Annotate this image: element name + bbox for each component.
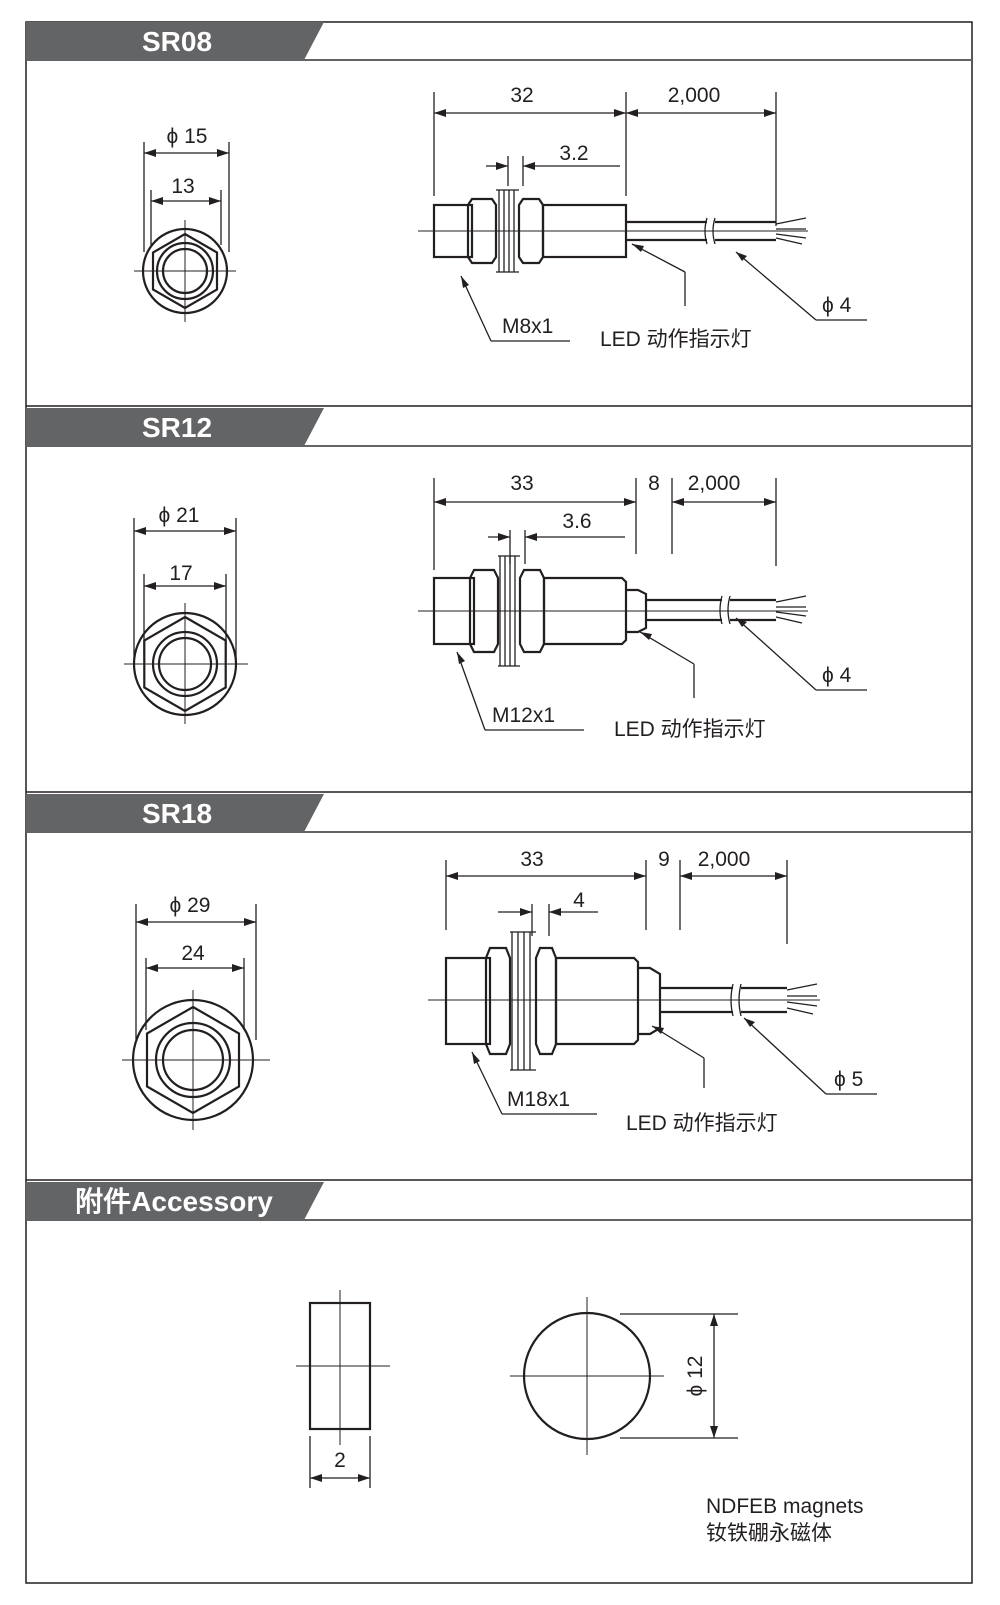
cable-diameter-label: ϕ 5 (834, 1068, 863, 1091)
front-view: ϕ 29 24 (122, 894, 270, 1130)
outer-diameter-label: ϕ 29 (170, 894, 211, 917)
cable-length-label: 2,000 (688, 472, 741, 495)
section-header-bg (26, 22, 324, 60)
section-title: SR12 (142, 412, 212, 443)
section-accessory: 附件Accessory 2 ϕ 12 NDFEB magnets 钕铁硼永磁体 (26, 1182, 972, 1545)
magnet-caption-en: NDFEB magnets (706, 1495, 864, 1518)
thread-label: M8x1 (502, 315, 553, 338)
nut-width-label: 3.2 (559, 142, 588, 165)
cable-length-label: 2,000 (698, 848, 751, 871)
front-view: ϕ 21 17 (124, 504, 248, 724)
section-title: 附件Accessory (75, 1186, 273, 1217)
led-indicator-label: LED 动作指示灯 (614, 718, 766, 741)
nut-width-label: 4 (573, 889, 585, 912)
thread-label: M18x1 (507, 1088, 570, 1111)
outer-diameter-label: ϕ 15 (167, 125, 208, 148)
hex-size-label: 17 (169, 562, 192, 585)
magnet-caption-cn: 钕铁硼永磁体 (706, 1522, 832, 1545)
magnet-side-view: 2 (296, 1290, 390, 1488)
section-sr18: SR18 ϕ 29 24 (26, 794, 972, 1181)
tail-length-label: 8 (648, 472, 660, 495)
section-header-bg (26, 408, 324, 446)
outer-diameter-label: ϕ 21 (159, 504, 200, 527)
side-view: 33 9 2,000 4 (428, 848, 877, 1135)
hex-size-label: 13 (171, 175, 194, 198)
magnet-face-view: ϕ 12 (510, 1297, 738, 1455)
section-header-bg (26, 1182, 324, 1220)
side-view: 32 2,000 3.2 (418, 84, 867, 351)
body-length-label: 33 (510, 472, 533, 495)
cable-diameter-label: ϕ 4 (822, 664, 852, 687)
body-length-label: 32 (510, 84, 533, 107)
thickness-label: 2 (334, 1449, 346, 1472)
nut-width-label: 3.6 (562, 510, 591, 533)
diameter-label: ϕ 12 (684, 1356, 707, 1397)
cable-length-label: 2,000 (668, 84, 721, 107)
side-view: 33 8 2,000 3.6 (418, 472, 867, 741)
body-length-label: 33 (520, 848, 543, 871)
front-view: ϕ 15 13 (134, 125, 236, 322)
thread-label: M12x1 (492, 704, 555, 727)
led-indicator-label: LED 动作指示灯 (600, 328, 752, 351)
section-sr08: SR08 ϕ 15 13 (26, 22, 972, 407)
section-title: SR08 (142, 26, 212, 57)
section-sr12: SR12 ϕ 21 17 (26, 408, 972, 793)
section-title: SR18 (142, 798, 212, 829)
tail-length-label: 9 (658, 848, 670, 871)
cable-diameter-label: ϕ 4 (822, 294, 852, 317)
hex-size-label: 24 (181, 942, 205, 965)
led-indicator-label: LED 动作指示灯 (626, 1112, 778, 1135)
section-header-bg (26, 794, 324, 832)
